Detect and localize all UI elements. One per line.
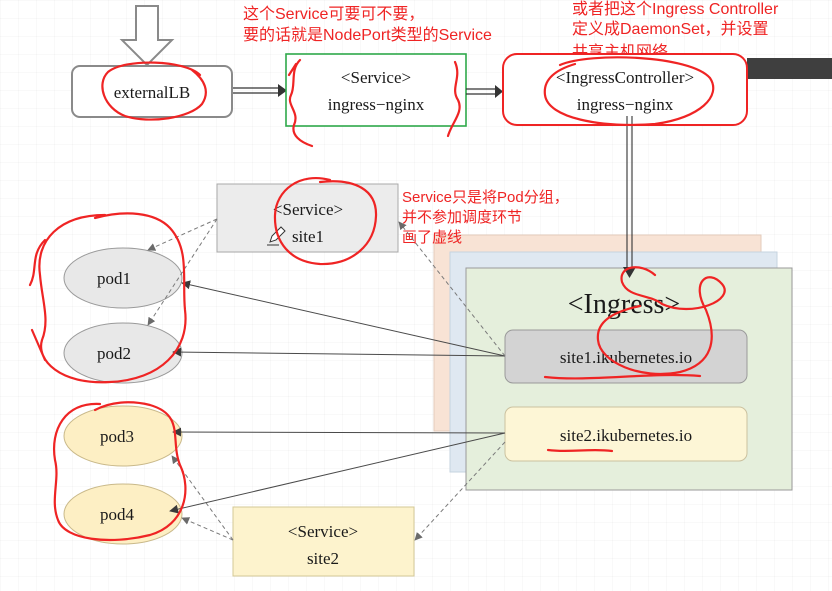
annotation-line: 这个Service可要可不要，: [243, 5, 424, 23]
service-site2-kind: <Service>: [288, 522, 358, 541]
circle-service-site1: [273, 177, 378, 266]
link-service-site2-to-pod4: [181, 517, 234, 541]
external-lb-box: [71, 65, 233, 118]
scribble-service-right: [446, 60, 461, 138]
link-rule-site2-to-service-site2: [414, 441, 506, 541]
dark-bar: [747, 58, 832, 79]
link-service-site1-to-pod2: [147, 218, 218, 326]
underline-site1-rule: [543, 373, 702, 380]
ingress-service-box: [285, 53, 467, 127]
pod1-ellipse: [63, 247, 183, 309]
ingress-service-kind: <Service>: [341, 68, 411, 87]
down-arrow-icon: [119, 5, 175, 67]
pod2-label: pod2: [97, 344, 131, 363]
ingress-controller-node: <IngressController> ingress−nginx: [502, 53, 748, 126]
ingress-controller-name: ingress−nginx: [577, 95, 674, 114]
service-site1-kind: <Service>: [273, 200, 343, 219]
pod3-node: pod3: [63, 405, 183, 467]
circle-ingress-controller: [543, 56, 715, 126]
link-rule-site1-to-service-site1: [398, 221, 506, 357]
annotation-line: 画了虚线: [402, 229, 462, 246]
arrow-service-to-controller: [466, 85, 503, 98]
handwritten-marks: [28, 56, 726, 542]
pod3-label: pod3: [100, 427, 134, 446]
annotation-line: 或者把这个Ingress Controller: [572, 0, 779, 18]
service-site2-name: site2: [307, 549, 339, 568]
annotation-line: 并不参加调度环节: [402, 209, 522, 226]
link-rule-site1-to-pod2: [172, 347, 506, 357]
external-lb-node: externalLB: [71, 65, 233, 118]
pod4-ellipse: [63, 483, 183, 545]
annotation-controller-daemonset: 或者把这个Ingress Controller 定义成DaemonSet，并设置…: [572, 0, 779, 61]
annotation-service-optional: 这个Service可要可不要， 要的话就是NodePort类型的Service: [243, 5, 492, 44]
link-service-site1-to-pod1: [147, 218, 218, 251]
pod1-node: pod1: [63, 247, 183, 309]
annotation-line: 定义成DaemonSet，并设置: [572, 20, 769, 38]
service-site1-node: <Service> site1: [216, 183, 399, 253]
pod2-node: pod2: [63, 322, 183, 384]
ingress-rule-site2: site2.ikubernetes.io: [560, 426, 692, 445]
ingress-rule-site1: site1.ikubernetes.io: [560, 348, 692, 367]
ingress-service-node: <Service> ingress−nginx: [285, 53, 467, 127]
arrow-lb-to-service: [233, 84, 287, 97]
annotation-line: 要的话就是NodePort类型的Service: [243, 26, 492, 44]
service-site2-node: <Service> site2: [232, 506, 415, 577]
annotation-line: Service只是将Pod分组，: [402, 189, 569, 206]
circle-pods-site2: [53, 401, 187, 542]
underline-site2-rule: [546, 448, 614, 453]
link-rule-site2-to-pod3: [172, 427, 506, 437]
pod1-label: pod1: [97, 269, 131, 288]
circle-pods-site1: [28, 212, 187, 384]
pod4-node: pod4: [63, 483, 183, 545]
pod2-ellipse: [63, 322, 183, 384]
external-lb-label: externalLB: [114, 83, 190, 102]
pod3-ellipse: [63, 405, 183, 467]
ingress-controller-kind: <IngressController>: [556, 68, 694, 87]
pod4-label: pod4: [100, 505, 135, 524]
ingress-rule-site2-box: [504, 406, 748, 462]
link-rule-site2-to-pod4: [169, 432, 506, 514]
service-site1-name: site1: [292, 227, 324, 246]
circle-ingress: [596, 266, 726, 376]
annotation-service-grouping: Service只是将Pod分组， 并不参加调度环节 画了虚线: [402, 189, 569, 246]
scribble-service-left: [287, 58, 314, 148]
ingress-stack: <Ingress> site1.ikubernetes.io site2.iku…: [433, 234, 793, 491]
ingress-controller-box: [502, 53, 748, 126]
link-rule-site1-to-pod1: [181, 280, 506, 357]
links: [147, 218, 506, 541]
ingress-service-name: ingress−nginx: [328, 95, 425, 114]
circle-external-lb: [101, 61, 207, 121]
service-site2-box: [232, 506, 415, 577]
